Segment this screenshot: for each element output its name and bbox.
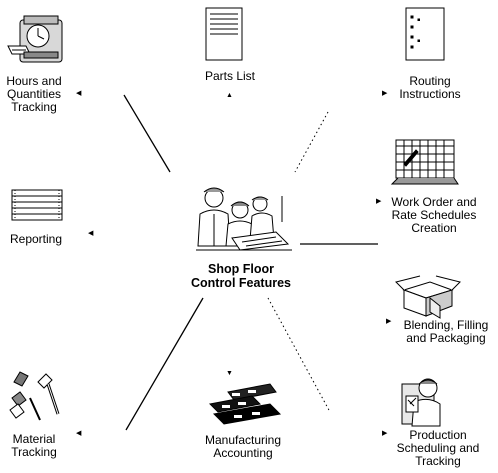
label-manufacturing-accounting: Manufacturing Accounting — [196, 434, 290, 460]
workers-illustration-icon — [196, 187, 292, 251]
arrow-reporting-icon: ◀ — [88, 230, 94, 237]
label-line: Reporting — [9, 232, 63, 246]
center-title-line: Shop Floor — [208, 262, 274, 276]
connector-hours — [123, 94, 171, 173]
arrow-scheduling-icon: ▶ — [382, 430, 388, 437]
label-parts-list: Parts List — [198, 70, 262, 83]
label-line: Blending, Filling — [403, 318, 489, 332]
calendar-grid-icon — [390, 139, 459, 185]
arrow-material-icon: ◀ — [76, 430, 82, 437]
label-line: Manufacturing — [204, 433, 282, 447]
label-line: Accounting — [213, 446, 273, 460]
checklist-document-icon — [405, 7, 445, 61]
center-title-line: Control Features — [190, 276, 291, 290]
open-boxes-icon — [395, 275, 461, 319]
label-line: Production — [409, 428, 467, 442]
label-material-tracking: Material Tracking — [4, 433, 64, 459]
printout-icon — [11, 189, 63, 221]
person-clipboard-icon — [401, 378, 441, 427]
arrow-blending-icon: ▶ — [386, 318, 392, 325]
label-reporting: Reporting — [2, 233, 70, 246]
arrow-parts-icon: ▲ — [226, 92, 233, 99]
arrow-hours-icon: ◀ — [76, 90, 82, 97]
label-blending-filling-packaging: Blending, Filling and Packaging — [396, 319, 496, 345]
connector-material — [125, 297, 204, 431]
connector-scheduling — [267, 297, 331, 413]
label-work-order-rate-schedules: Work Order and Rate Schedules Creation — [382, 196, 486, 235]
label-production-scheduling-tracking: Production Scheduling and Tracking — [388, 429, 488, 468]
label-line: Instructions — [399, 87, 461, 101]
label-line: Quantities — [6, 87, 62, 101]
arrow-workorder-icon: ▶ — [376, 198, 382, 205]
arrow-routing-icon: ▶ — [382, 90, 388, 97]
label-routing-instructions: Routing Instructions — [390, 75, 470, 101]
label-line: Hours and — [6, 74, 62, 88]
time-clock-icon — [7, 15, 63, 63]
label-line: Creation — [411, 221, 457, 235]
arrow-accounting-icon: ▼ — [226, 370, 233, 377]
label-hours-quantities-tracking: Hours and Quantities Tracking — [2, 75, 66, 114]
connector-routing — [294, 111, 329, 173]
label-line: Tracking — [11, 445, 57, 459]
money-stacks-icon — [208, 383, 282, 425]
label-line: Tracking — [415, 454, 461, 468]
label-line: Material — [12, 432, 56, 446]
label-line: Routing — [409, 74, 451, 88]
center-title: Shop Floor Control Features — [176, 262, 306, 290]
label-line: Tracking — [11, 100, 57, 114]
label-line: Parts List — [204, 69, 255, 83]
label-line: Work Order and — [391, 195, 477, 209]
document-icon — [205, 7, 243, 61]
label-line: and Packaging — [406, 331, 486, 345]
label-line: Scheduling and — [396, 441, 480, 455]
nuts-bolts-icon — [9, 371, 60, 421]
label-line: Rate Schedules — [391, 208, 477, 222]
